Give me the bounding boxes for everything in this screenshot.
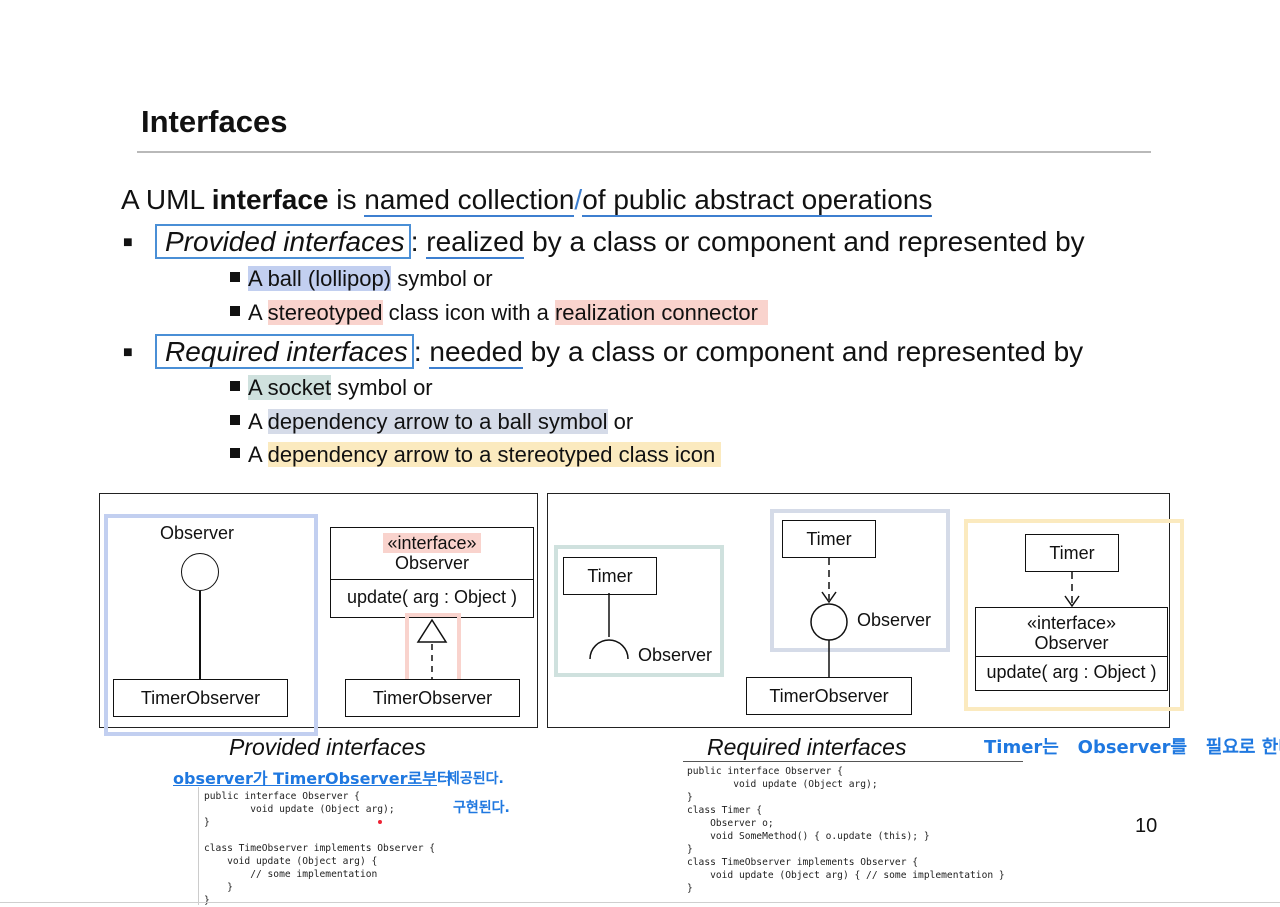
slide-title: Interfaces [141, 104, 288, 139]
code-snippet-provided: public interface Observer { void update … [204, 791, 436, 906]
handwritten-note-left-3: 구현된다. [453, 800, 510, 816]
required-verb: needed [429, 336, 523, 369]
socket-observer-label: Observer [638, 645, 713, 665]
required-caption-underline [683, 761, 1023, 762]
intro-underlined-phrase: named collection [364, 184, 575, 217]
socket-symbol [589, 593, 629, 660]
lollipop-highlight [104, 514, 318, 736]
ball-observer-label: Observer [857, 610, 932, 630]
page-number: 10 [1135, 815, 1158, 837]
provided-line: Provided interfaces: realized by a class… [155, 224, 1085, 259]
socket-highlight [554, 545, 724, 677]
timer-observer-box-required: TimerObserver [746, 677, 912, 715]
bullet-provided: ■ [123, 234, 133, 251]
lollipop-observer-label: Observer [160, 523, 235, 543]
dependency-class-highlight [964, 519, 1184, 711]
provided-verb: realized [426, 226, 525, 259]
provided-term: Provided interfaces [155, 224, 411, 259]
interface-class-box: «interface» Observer update( arg : Objec… [330, 527, 534, 618]
provided-item-2: A stereotyped class icon with a realizat… [230, 300, 768, 326]
required-interface-operation: update( arg : Object ) [986, 662, 1157, 682]
bottom-edge [0, 902, 1280, 903]
dependency-arrow-class [1064, 572, 1080, 608]
provided-caption: Provided interfaces [229, 734, 426, 760]
square-bullet [230, 306, 240, 316]
square-bullet [230, 448, 240, 458]
intro-underlined-rest: of public abstract operations [582, 184, 933, 217]
stereotype-label: «interface» [383, 533, 481, 553]
handwritten-note-right: Timer는 Observer를 필요로 한다. [984, 737, 1280, 758]
required-item-1: A socket symbol or [230, 375, 433, 401]
timer-box-class: Timer [1025, 534, 1119, 572]
required-interface-class-name: Observer [1034, 633, 1109, 653]
required-item-3: A dependency arrow to a stereotyped clas… [230, 442, 722, 468]
code-snippet-required: public interface Observer { void update … [687, 766, 1005, 894]
timer-box-ball: Timer [782, 520, 876, 558]
bullet-required: ■ [123, 344, 133, 361]
dependency-ball-highlight [770, 509, 950, 652]
required-item-2: A dependency arrow to a ball symbol or [230, 409, 633, 435]
timer-observer-box-right: TimerObserver [345, 679, 520, 717]
required-line: Required interfaces: needed by a class o… [155, 334, 1083, 369]
provided-item-1: A ball (lollipop) symbol or [230, 266, 493, 292]
timer-box-socket: Timer [563, 557, 657, 595]
handwritten-slash: / [574, 184, 583, 215]
code-left-frame [198, 787, 437, 905]
handwritten-note-left: observer가 TimerObserver로부터 [173, 769, 452, 788]
red-dot-mark [378, 820, 382, 824]
dependency-arrow-ball [810, 558, 848, 678]
square-bullet [230, 415, 240, 425]
intro-line: A UML interface is named collection/of p… [121, 184, 933, 217]
timer-observer-box-left: TimerObserver [113, 679, 288, 717]
required-interface-class-box: «interface» Observer update( arg : Objec… [975, 607, 1168, 691]
realization-connector [416, 618, 448, 680]
handwritten-underline [173, 785, 437, 786]
required-term: Required interfaces [155, 334, 414, 369]
ball-symbol [181, 553, 219, 591]
lollipop-stem [199, 591, 201, 679]
interface-operation: update( arg : Object ) [346, 587, 518, 607]
required-stereotype-label: «interface» [1026, 613, 1117, 633]
required-caption: Required interfaces [707, 734, 907, 760]
interface-keyword: interface [211, 184, 329, 215]
interface-class-name: Observer [394, 553, 470, 573]
handwritten-note-left-2: 제공된다. [447, 771, 504, 787]
title-divider [137, 151, 1151, 153]
square-bullet [230, 272, 240, 282]
square-bullet [230, 381, 240, 391]
